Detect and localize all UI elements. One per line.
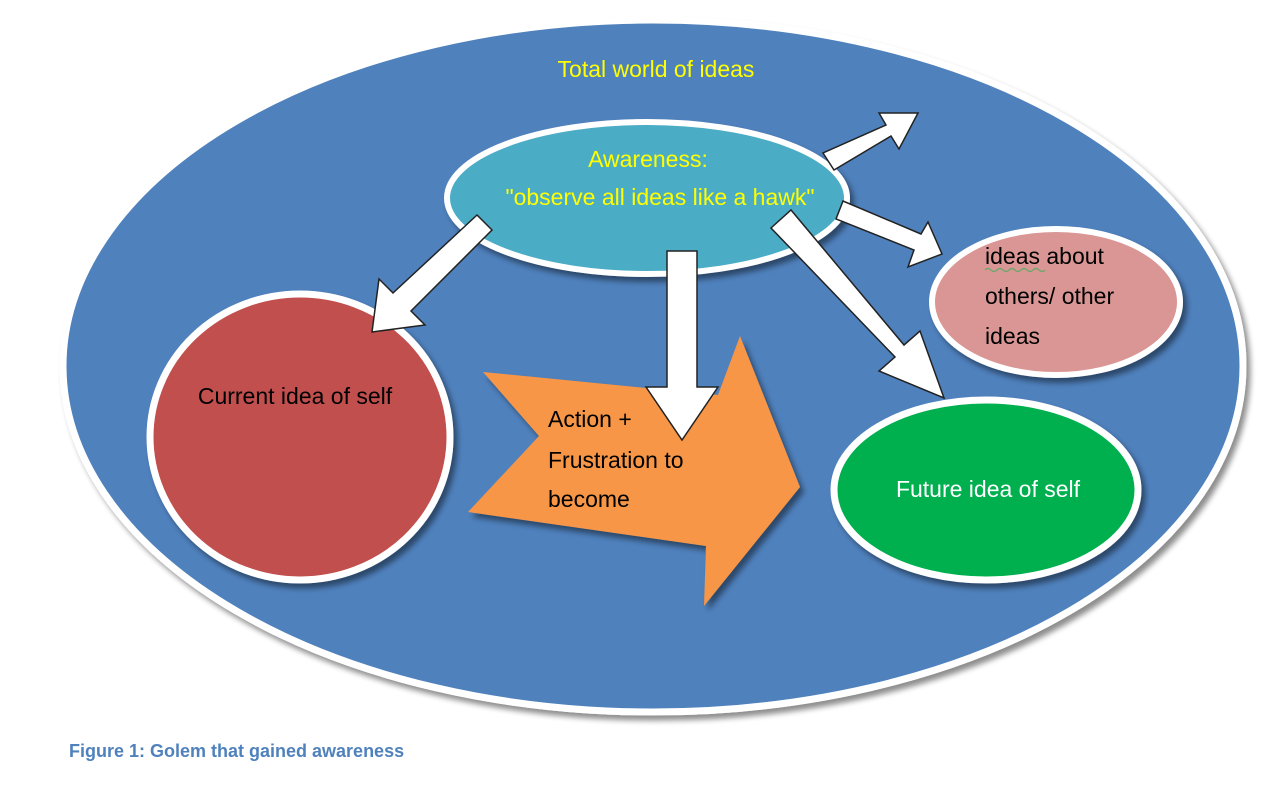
- current-self-circle: [146, 290, 454, 584]
- total-world-label: Total world of ideas: [558, 56, 755, 82]
- action-label-line-2: Frustration to: [548, 447, 684, 473]
- arrow-to-others-ideas: [835, 200, 944, 269]
- arrow-upper-right: [821, 112, 920, 172]
- future-self-ellipse: [830, 396, 1142, 584]
- others-ideas-ellipse: [929, 226, 1183, 378]
- arrow-to-future-self: [769, 208, 946, 400]
- awareness-subtitle: "observe all ideas like a hawk": [505, 184, 814, 210]
- arrow-to-current-self: [371, 213, 494, 333]
- action-label-line-3: become: [548, 486, 630, 512]
- spellcheck-underline: [984, 267, 1046, 273]
- action-arrow: [468, 336, 800, 606]
- others-ideas-line-3: ideas: [985, 323, 1040, 349]
- figure-caption: Figure 1: Golem that gained awareness: [69, 741, 404, 761]
- future-self-label: Future idea of self: [896, 476, 1081, 502]
- others-ideas-line-1: ideas about: [985, 243, 1105, 269]
- others-ideas-line-2: others/ other: [985, 283, 1114, 309]
- action-label-line-1: Action +: [548, 406, 632, 432]
- arrow-down-to-action: [644, 250, 720, 442]
- awareness-ellipse: [444, 119, 850, 277]
- current-self-label: Current idea of self: [198, 383, 393, 409]
- awareness-title: Awareness:: [588, 146, 708, 172]
